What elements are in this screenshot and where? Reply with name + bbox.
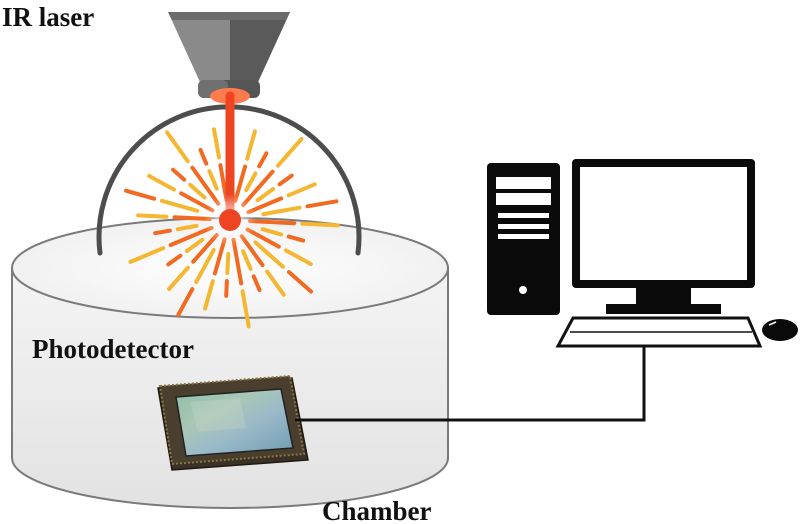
spark-ray <box>194 247 216 285</box>
signal-cable <box>295 346 646 422</box>
spark-ray <box>159 198 200 213</box>
spark-ray <box>277 173 294 187</box>
spark-ray <box>166 253 183 267</box>
spark-ray <box>212 127 221 160</box>
spark-ray <box>136 213 169 219</box>
spark-ray <box>287 270 313 294</box>
spark-ray <box>128 246 166 264</box>
spark-ray <box>248 219 297 226</box>
spark-ray <box>286 182 317 198</box>
spark-ray <box>124 188 157 201</box>
spark-ray <box>253 240 285 269</box>
spark-ray <box>203 279 215 311</box>
spark-ray <box>300 221 340 228</box>
monitor-icon <box>572 159 755 314</box>
spark-ray <box>265 269 286 297</box>
spark-ray <box>305 199 339 209</box>
spark-ray <box>244 171 258 193</box>
spark-ray <box>153 228 172 236</box>
pc-tower-icon <box>487 163 560 315</box>
spark-ray <box>283 248 313 266</box>
spark-ray <box>176 287 195 317</box>
spark-ray <box>241 249 253 271</box>
spark-ray <box>255 187 276 203</box>
spark-ray <box>261 205 302 217</box>
spark-ray <box>251 274 262 292</box>
laser-beam <box>204 88 256 246</box>
spark-ray <box>286 234 306 243</box>
laser-label: IR laser <box>2 2 94 32</box>
spark-ray <box>240 289 251 329</box>
mouse-icon <box>762 319 798 341</box>
spark-ray <box>260 227 284 237</box>
spark-ray <box>241 169 275 207</box>
spark-ray <box>175 223 199 232</box>
spark-ray <box>231 237 244 286</box>
spark-ray <box>167 265 190 291</box>
chamber-label: Chamber <box>322 496 432 524</box>
spark-ray <box>245 129 257 161</box>
keyboard-icon <box>555 316 763 348</box>
spark-ray <box>225 252 231 275</box>
spark-ray <box>168 225 214 247</box>
spark-ray <box>184 237 205 253</box>
spark-ray <box>257 151 269 169</box>
image-sensor-chip-icon <box>157 374 309 471</box>
photodetector-label: Photodetector <box>32 334 194 364</box>
spark-ray <box>207 169 219 191</box>
spark-ray <box>188 182 207 200</box>
laser-head-icon <box>168 12 290 98</box>
spark-ray <box>165 130 190 164</box>
spark-ray <box>275 137 304 168</box>
spark-ray <box>190 165 221 206</box>
spark-ray <box>171 167 187 182</box>
spark-ray <box>147 174 177 192</box>
spark-ray <box>198 148 209 166</box>
spark-ray <box>224 279 229 298</box>
